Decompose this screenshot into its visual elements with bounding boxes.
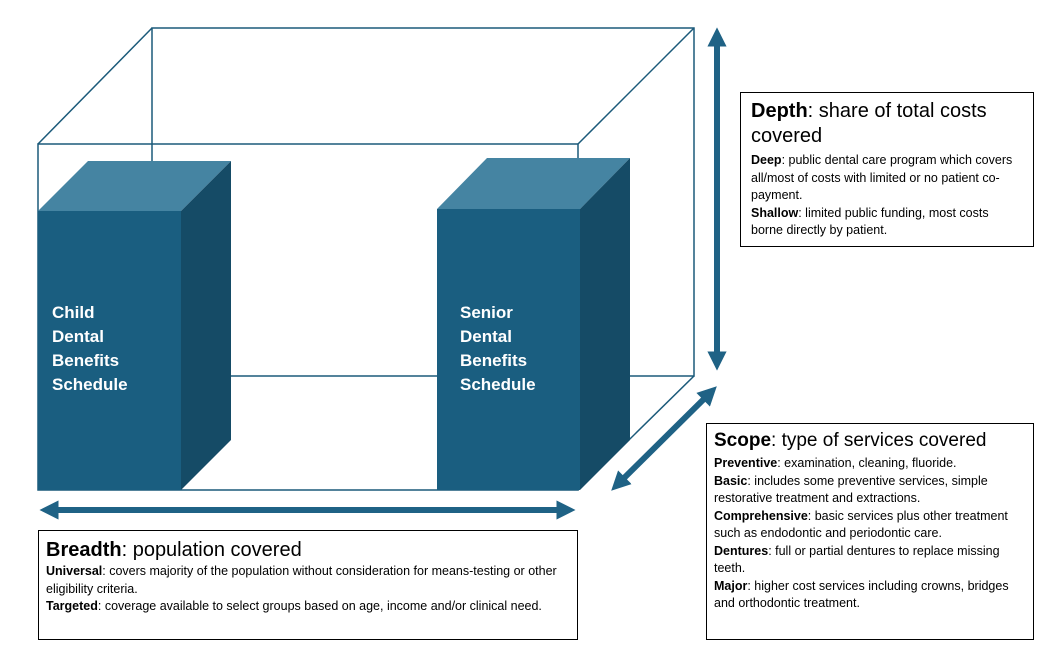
scope-heading: Scope: type of services covered <box>714 429 1026 453</box>
child-box-label-line: Benefits <box>52 351 120 370</box>
breadth-item: Targeted: coverage available to select g… <box>46 598 570 616</box>
scope-item: Basic: includes some preventive services… <box>714 473 1026 508</box>
box-side-face <box>181 161 231 490</box>
depth-item-text: : public dental care program which cover… <box>751 153 1013 202</box>
scope-item-text: : higher cost services including crowns,… <box>714 578 1009 611</box>
scope-item-text: : examination, cleaning, fluoride. <box>777 456 957 470</box>
child-box-label-line: Child <box>52 303 95 322</box>
scope-item-text: : full or partial dentures to replace mi… <box>714 543 1000 576</box>
scope-item-text: : includes some preventive services, sim… <box>714 473 988 506</box>
breadth-item-text: : covers majority of the population with… <box>46 564 557 596</box>
depth-heading: Depth: share of total costs covered <box>751 99 1023 149</box>
senior-box-label-line: Dental <box>460 327 512 346</box>
child-box-label-line: Dental <box>52 327 104 346</box>
scope-item: Dentures: full or partial dentures to re… <box>714 543 1026 578</box>
senior-box-label-line: Benefits <box>460 351 528 370</box>
breadth-item-text: : coverage available to select groups ba… <box>97 599 542 613</box>
breadth-title: Breadth <box>46 539 122 561</box>
breadth-subtitle: : population covered <box>121 539 302 561</box>
scope-item-term: Dentures <box>714 543 769 558</box>
breadth-item: Universal: covers majority of the popula… <box>46 563 570 598</box>
depth-title: Depth <box>751 100 808 122</box>
cube-edge <box>577 27 695 145</box>
scope-item-term: Comprehensive <box>714 508 808 523</box>
box-front-face <box>437 209 580 490</box>
scope-info-box: Scope: type of services covered Preventi… <box>706 423 1034 640</box>
breadth-item-term: Universal <box>46 564 103 578</box>
breadth-heading: Breadth: population covered <box>46 538 570 563</box>
box-front-face <box>38 211 181 490</box>
depth-item-text: : limited public funding, most costs bor… <box>751 205 989 238</box>
box-side-face <box>580 158 630 490</box>
scope-item-text: : basic services plus other treatment su… <box>714 508 1008 541</box>
depth-subtitle: : share of total costs covered <box>751 100 987 147</box>
breadth-info-box: Breadth: population covered Universal: c… <box>38 530 578 640</box>
scope-item: Preventive: examination, cleaning, fluor… <box>714 455 1026 473</box>
depth-info-box: Depth: share of total costs covered Deep… <box>740 92 1034 247</box>
scope-title: Scope <box>714 430 772 451</box>
scope-arrow <box>611 386 717 491</box>
depth-item-term: Deep <box>751 153 782 167</box>
scope-item-term: Major <box>714 578 748 593</box>
child-box-label-line: Schedule <box>52 375 128 394</box>
scope-item-term: Preventive <box>714 456 778 470</box>
scope-subtitle: : type of services covered <box>771 430 987 451</box>
scope-item: Comprehensive: basic services plus other… <box>714 508 1026 543</box>
scope-item-term: Basic <box>714 473 748 488</box>
child-benefits-box <box>38 161 231 490</box>
box-top-face <box>437 158 630 209</box>
depth-item: Shallow: limited public funding, most co… <box>751 205 1023 240</box>
senior-benefits-box <box>437 158 630 490</box>
dimension-arrows <box>39 27 727 520</box>
senior-box-label: Senior Dental Benefits Schedule <box>460 301 536 397</box>
cube-edge <box>37 27 153 145</box>
child-box-label: Child Dental Benefits Schedule <box>52 301 128 397</box>
box-top-face <box>38 161 231 211</box>
depth-item: Deep: public dental care program which c… <box>751 152 1023 205</box>
scope-item: Major: higher cost services including cr… <box>714 578 1026 613</box>
depth-item-term: Shallow <box>751 205 799 220</box>
senior-box-label-line: Senior <box>460 303 513 322</box>
breadth-item-term: Targeted <box>46 599 98 613</box>
senior-box-label-line: Schedule <box>460 375 536 394</box>
